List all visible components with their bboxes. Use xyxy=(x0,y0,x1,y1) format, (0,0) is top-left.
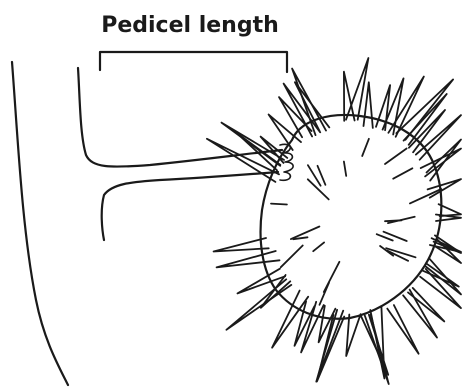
surface-spine xyxy=(385,220,402,221)
surface-spine xyxy=(271,204,287,205)
pedicel-length-label: Pedicel length xyxy=(101,13,279,38)
